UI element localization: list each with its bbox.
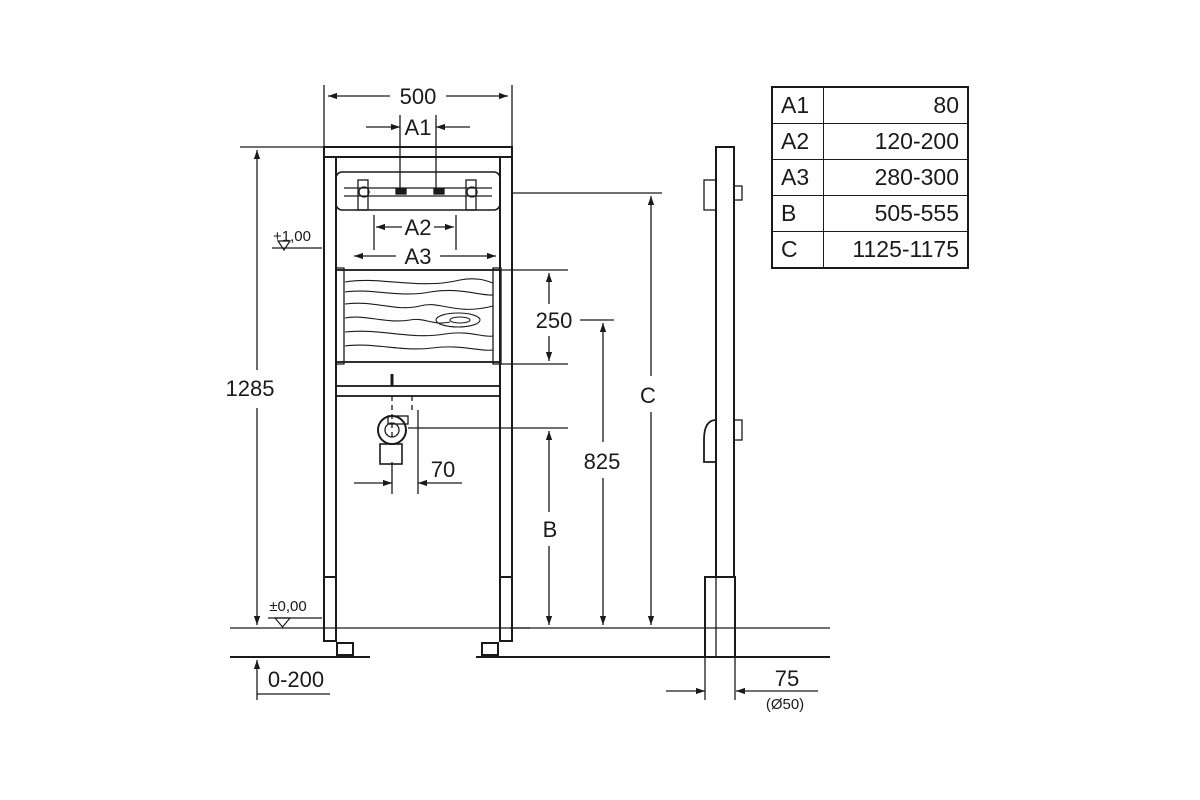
pipe-label: (Ø50) bbox=[766, 696, 804, 713]
spec-value: 1125-1175 bbox=[823, 231, 969, 269]
board-label: 250 bbox=[536, 308, 573, 333]
table-row: B 505-555 bbox=[771, 195, 969, 232]
spec-key: A3 bbox=[771, 159, 824, 196]
c-label: C bbox=[640, 383, 656, 408]
table-row: C 1125-1175 bbox=[771, 231, 969, 269]
width-label: 500 bbox=[400, 84, 437, 109]
spec-value: 280-300 bbox=[823, 159, 969, 196]
offset-label: 70 bbox=[431, 457, 455, 482]
h825-label: 825 bbox=[584, 449, 621, 474]
height-label: 1285 bbox=[226, 376, 275, 401]
spec-value: 80 bbox=[823, 86, 969, 124]
a2-label: A2 bbox=[405, 215, 432, 240]
wood-grain bbox=[344, 278, 494, 351]
b-label: B bbox=[543, 517, 558, 542]
spec-key: B bbox=[771, 195, 824, 232]
level-upper-label: +1,00 bbox=[273, 228, 311, 245]
spec-key: A2 bbox=[771, 123, 824, 160]
spec-key: C bbox=[771, 231, 824, 269]
spec-key: A1 bbox=[771, 86, 824, 124]
table-row: A1 80 bbox=[771, 86, 969, 124]
table-row: A2 120-200 bbox=[771, 123, 969, 160]
a1-label: A1 bbox=[405, 115, 432, 140]
level-zero-label: ±0,00 bbox=[269, 598, 306, 615]
a3-label: A3 bbox=[405, 244, 432, 269]
depth-label: 75 bbox=[775, 666, 799, 691]
side-view bbox=[703, 146, 743, 700]
spec-value: 505-555 bbox=[823, 195, 969, 232]
spec-value: 120-200 bbox=[823, 123, 969, 160]
spec-table: A1 80 A2 120-200 A3 280-300 B 505-555 C … bbox=[771, 86, 969, 269]
table-row: A3 280-300 bbox=[771, 159, 969, 196]
front-frame bbox=[323, 146, 513, 656]
adjust-label: 0-200 bbox=[268, 667, 324, 692]
